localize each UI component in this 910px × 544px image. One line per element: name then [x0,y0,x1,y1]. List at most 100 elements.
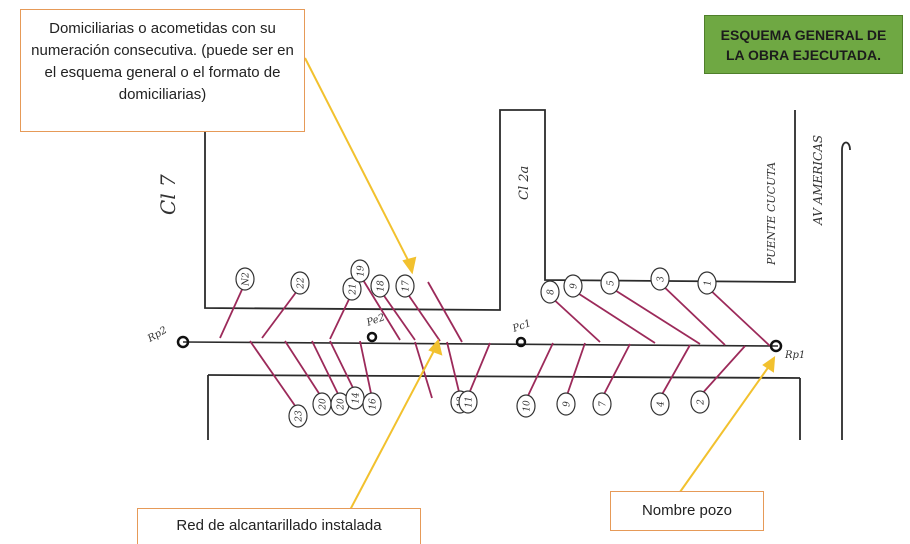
street-label-americas: AV AMERICAS [811,135,825,226]
connection-circle [458,390,478,414]
connection-number: 20 [319,398,329,411]
connection-line-bottom [525,342,554,401]
connection-number: 22 [297,277,307,290]
connection-number: 16 [369,398,379,410]
street-edge-top [204,109,796,311]
connection-circle [697,271,717,295]
title-line-2: LA OBRA EJECUTADA. [725,47,882,63]
connection-number: 20 [337,398,347,411]
connection-marker-bottom: 16 [362,392,382,416]
connection-number: 3 [657,276,667,282]
connection-number: 21 [349,283,359,295]
title-badge: ESQUEMA GENERAL DE LA OBRA EJECUTADA. [704,15,903,74]
arrow-domiciliarias [304,57,413,269]
connection-number: 7 [599,401,609,407]
street-edge-bottom [207,374,801,379]
connection-circle [650,267,670,291]
connection-number: 9 [563,401,573,407]
connection-line-bottom [329,340,356,393]
connection-marker-bottom: 20 [312,392,332,416]
callout-pozo-text: Nombre pozo [641,502,733,519]
connection-line-top [572,289,656,344]
connection-circle [395,274,415,298]
connection-marker-top: 9 [563,274,583,298]
connection-marker-top: 17 [395,274,415,298]
connection-circle [600,271,620,295]
arrowhead-icon [762,355,776,373]
connection-line-bottom [284,340,323,399]
well-marker [515,336,527,348]
connection-circle [690,390,710,414]
well-marker [769,339,783,353]
connection-circle [370,274,390,298]
connection-line-bottom [565,342,586,399]
connection-circle [650,392,670,416]
connection-number: 14 [352,392,362,404]
street-label-cl7: Cl 7 [156,174,180,215]
connection-line-top [359,274,401,341]
connection-circle [288,404,308,428]
connection-marker-bottom: 2 [690,390,710,414]
connection-line-bottom [249,340,299,411]
connection-line-top [609,286,701,345]
connection-circle [235,267,255,291]
connection-line-top [427,281,463,343]
connection-line-top [659,282,726,346]
well-label: Pe2 [364,312,386,329]
callout-arrows [304,57,776,511]
well-label: Rp1 [784,350,805,361]
connection-circle [516,394,536,418]
connection-line-top [706,286,771,347]
connection-number: 23 [295,410,305,423]
connection-line-bottom [659,344,691,399]
connection-marker-bottom: 4 [650,392,670,416]
sewer-main-line [182,341,779,347]
well-marker [366,331,378,343]
connection-number: 18 [377,280,387,292]
connection-number: 19 [357,265,367,277]
connection-line-bottom [311,340,341,399]
connection-marker-bottom: 9 [556,392,576,416]
connection-line-bottom [601,343,631,399]
well-rp1: Rp1 [769,339,805,361]
connection-markers: N222211918178953123202014161211109742 [235,259,717,428]
well-pc1: Pc1 [510,318,533,348]
connection-number: 8 [547,289,557,295]
connection-marker-top: 1 [697,271,717,295]
connection-line-bottom [699,345,746,397]
connection-number: 5 [607,280,617,286]
connection-circle [563,274,583,298]
connection-marker-bottom: 23 [288,404,308,428]
connection-marker-top: 5 [600,271,620,295]
connection-marker-top: 3 [650,267,670,291]
connection-marker-bottom: 14 [345,386,365,410]
well-rp2: Rp2 [145,325,190,349]
connection-number: 1 [704,280,714,286]
arrow-red [349,344,438,511]
callout-red-text: Red de alcantarillado instalada [176,517,382,534]
arrowhead-icon [428,338,443,356]
connection-marker-top: 21 [342,277,362,301]
connection-circle [540,280,560,304]
connection-marker-top: 18 [370,274,390,298]
connection-circle [556,392,576,416]
connection-line-top [379,289,416,341]
callout-domiciliarias-text: Domiciliarias o acometidas con su numera… [31,20,294,103]
connection-number: 4 [657,401,667,408]
arrow-pozo [679,361,773,493]
connection-circle [350,259,370,283]
connection-line-top [329,292,353,340]
street-label-cl2a: Cl 2a [517,166,532,200]
connection-line-top [549,295,601,343]
connection-circle [342,277,362,301]
connection-marker-bottom: 7 [592,392,612,416]
connection-marker-bottom: 11 [458,390,478,414]
connection-line-top [404,289,441,342]
connection-marker-top: 8 [540,280,560,304]
well-marker [176,335,190,349]
connection-number: 17 [402,280,412,292]
connection-number: N2 [242,272,252,287]
connection-line-top [219,282,246,339]
well-label: Pc1 [510,318,532,335]
well-pe2: Pe2 [364,312,386,343]
